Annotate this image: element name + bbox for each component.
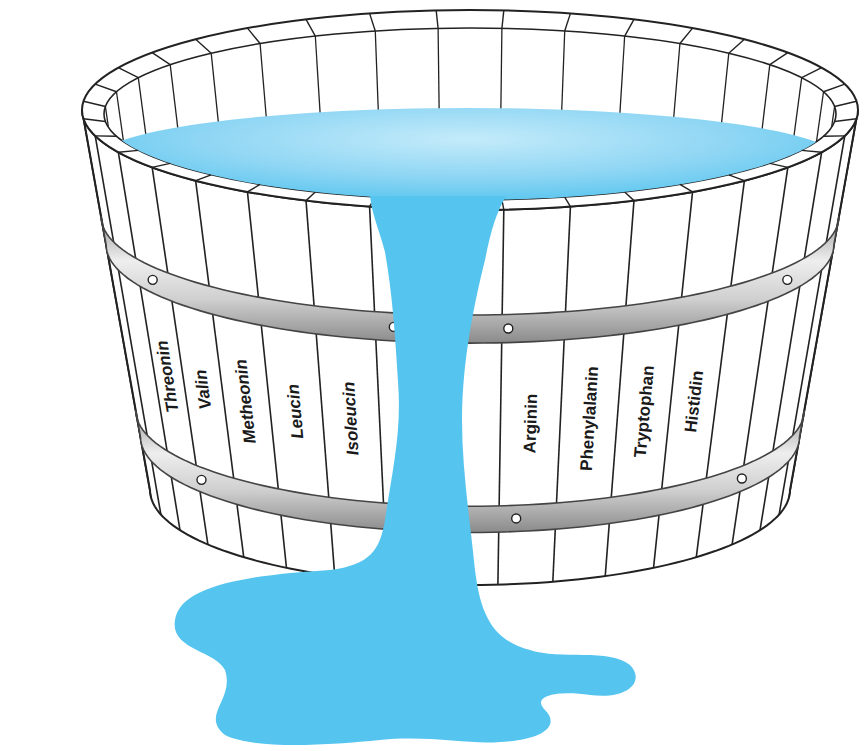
rim-joint — [436, 10, 438, 28]
rim-joint — [152, 53, 170, 65]
rim-joint — [306, 192, 315, 201]
inner-stave-line — [788, 78, 801, 178]
rim-joint — [565, 13, 571, 31]
inner-stave-line — [820, 107, 835, 207]
inner-stave-line — [105, 107, 120, 207]
rim-joint — [370, 13, 376, 31]
rim-joint — [306, 19, 315, 36]
rivet — [737, 474, 746, 483]
rivet — [783, 275, 792, 284]
rim-joint — [680, 184, 693, 191]
rim-joint — [247, 28, 260, 43]
rim-joint — [729, 39, 745, 53]
amino-acid-label: Arginin — [521, 393, 540, 453]
rim-joint — [152, 163, 170, 167]
rim-joint — [625, 192, 634, 201]
rim-joint — [247, 184, 260, 191]
rim-joint — [729, 175, 745, 181]
amino-acid-label: Valin — [191, 369, 213, 411]
rim-joint — [118, 150, 138, 152]
rim-joint — [196, 175, 212, 181]
rim-joint — [802, 68, 822, 78]
rim-joint — [802, 150, 822, 152]
amino-acid-label: Isoleucin — [340, 382, 362, 457]
metal-hoop — [136, 410, 805, 532]
rivet — [197, 475, 206, 484]
water-stream — [175, 196, 636, 745]
rivet — [504, 324, 513, 333]
rim-joint — [680, 28, 693, 43]
rim-joint — [565, 197, 571, 207]
rivet — [148, 275, 157, 284]
rim-joint — [95, 84, 116, 92]
rim-joint — [835, 119, 857, 122]
rim-joint — [118, 68, 138, 78]
rim-joint — [824, 135, 845, 137]
inner-stave-line — [138, 78, 151, 178]
rim-joint — [95, 135, 116, 137]
amino-acid-label: Leucin — [285, 384, 307, 440]
rim-joint — [835, 101, 857, 106]
rim-joint — [83, 119, 105, 122]
rim-joint — [770, 53, 788, 65]
rim-joint — [625, 19, 634, 36]
rim-joint — [83, 101, 105, 106]
rivet — [512, 514, 521, 523]
rim-joint — [196, 39, 212, 53]
rim-joint — [824, 84, 845, 92]
rim-joint — [502, 10, 504, 28]
rim-joint — [770, 163, 788, 167]
